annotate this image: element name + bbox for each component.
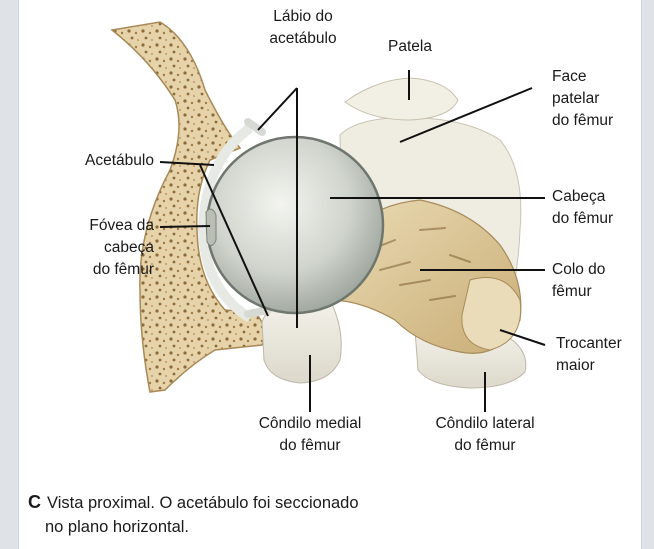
- label-colo: Colo do fêmur: [552, 259, 605, 303]
- caption-line-2: no plano horizontal.: [28, 515, 359, 539]
- label-condilo-medial: Côndilo medial do fêmur: [240, 413, 380, 457]
- label-labio-acetabulo: Lábio do acetábulo: [248, 6, 358, 50]
- label-acetabulo: Acetábulo: [40, 150, 154, 172]
- femoral-head: [207, 137, 383, 313]
- caption-letter: C: [28, 492, 41, 512]
- fovea: [206, 209, 216, 245]
- patella: [345, 78, 458, 120]
- leader-fovea: [160, 226, 210, 227]
- label-cabeca: Cabeça do fêmur: [552, 186, 613, 230]
- leader-labio-left: [258, 88, 297, 130]
- label-condilo-lateral: Côndilo lateral do fêmur: [420, 413, 550, 457]
- label-trocanter: Trocanter maior: [556, 333, 622, 377]
- caption-line-1: Vista proximal. O acetábulo foi secciona…: [47, 494, 359, 512]
- label-patela: Patela: [370, 36, 450, 58]
- label-face-patelar: Face patelar do fêmur: [552, 66, 613, 132]
- label-fovea: Fóvea da cabeça do fêmur: [40, 215, 154, 281]
- figure-caption: C Vista proximal. O acetábulo foi seccion…: [28, 490, 359, 539]
